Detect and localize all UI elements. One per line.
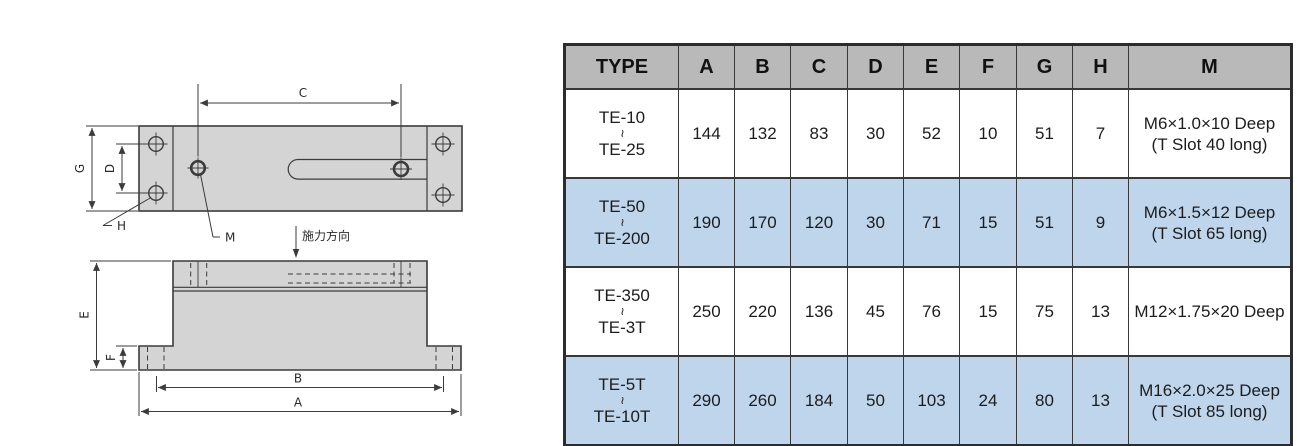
- type-range: TE-5T ~ TE-10T: [564, 355, 679, 446]
- value-h: 9: [1072, 177, 1129, 268]
- dim-label-c: C: [299, 86, 307, 100]
- type-range-end: TE-200: [594, 229, 650, 248]
- value-c: 184: [790, 355, 848, 446]
- side-profile: [138, 260, 462, 371]
- value-c: 83: [790, 88, 848, 179]
- value-f: 24: [959, 355, 1017, 446]
- value-g: 75: [1016, 266, 1073, 357]
- value-f: 15: [959, 266, 1017, 357]
- col-header-h: H: [1072, 43, 1129, 90]
- type-range-start: TE-10: [598, 108, 646, 127]
- dimension-g: G: [73, 125, 138, 212]
- dimension-d: D: [103, 143, 148, 194]
- value-b: 220: [734, 266, 791, 357]
- dim-label-d: D: [103, 164, 117, 173]
- value-f: 15: [959, 177, 1017, 268]
- force-direction: 施力方向: [292, 226, 350, 258]
- side-view: E F B A: [78, 260, 462, 416]
- value-e: 52: [903, 88, 960, 179]
- bolt-hole: [431, 132, 455, 156]
- dimension-f: F: [104, 345, 137, 368]
- type-range-end: TE-25: [598, 140, 646, 159]
- col-header-m: M: [1128, 43, 1292, 90]
- value-m: M6×1.0×10 Deep (T Slot 40 long): [1128, 88, 1292, 179]
- dim-label-a: A: [294, 396, 303, 410]
- value-b: 170: [734, 177, 791, 268]
- dim-label-m: M: [225, 231, 235, 245]
- threaded-hole-m: [187, 157, 209, 179]
- slot-end-hole: [390, 158, 412, 180]
- type-range-end: TE-3T: [598, 318, 646, 337]
- table-row: TE-5T ~ TE-10T 290 260 184 50 103 24 80 …: [564, 355, 1292, 446]
- value-a: 250: [678, 266, 735, 357]
- value-e: 71: [903, 177, 960, 268]
- dim-label-e: E: [78, 311, 92, 319]
- value-h: 13: [1072, 266, 1129, 357]
- type-range: TE-350 ~ TE-3T: [564, 266, 679, 357]
- leader-h: H: [102, 197, 152, 233]
- value-f: 10: [959, 88, 1017, 179]
- spec-table: TYPE A B C D E F G H M TE-10 ~ TE-25 144: [563, 43, 1293, 446]
- col-header-g: G: [1016, 43, 1073, 90]
- dim-label-h: H: [117, 219, 126, 233]
- type-range-end: TE-10T: [593, 407, 651, 426]
- table-row: TE-50 ~ TE-200 190 170 120 30 71 15 51 9…: [564, 177, 1292, 268]
- table-row: TE-10 ~ TE-25 144 132 83 30 52 10 51 7 M…: [564, 88, 1292, 179]
- value-d: 45: [847, 266, 904, 357]
- value-e: 76: [903, 266, 960, 357]
- value-c: 136: [790, 266, 848, 357]
- value-m: M12×1.75×20 Deep: [1128, 266, 1292, 357]
- value-e: 103: [903, 355, 960, 446]
- force-direction-label: 施力方向: [302, 228, 350, 243]
- col-header-f: F: [959, 43, 1017, 90]
- dimension-c: C: [197, 84, 402, 158]
- col-header-type: TYPE: [564, 43, 679, 90]
- value-a: 290: [678, 355, 735, 446]
- value-c: 120: [790, 177, 848, 268]
- bolt-hole: [144, 181, 168, 205]
- dim-label-f: F: [104, 354, 118, 361]
- col-header-d: D: [847, 43, 904, 90]
- value-a: 144: [678, 88, 735, 179]
- hidden-lines: [147, 263, 453, 369]
- value-b: 260: [734, 355, 791, 446]
- bolt-hole: [144, 132, 168, 156]
- type-range-start: TE-50: [598, 197, 646, 216]
- value-d: 50: [847, 355, 904, 446]
- type-range-start: TE-350: [594, 286, 650, 305]
- value-g: 51: [1016, 177, 1073, 268]
- t-slot: [287, 158, 427, 180]
- value-h: 13: [1072, 355, 1129, 446]
- top-view: C G D H: [73, 84, 463, 258]
- value-d: 30: [847, 177, 904, 268]
- dim-label-g: G: [73, 164, 87, 173]
- value-m: M6×1.5×12 Deep (T Slot 65 long): [1128, 177, 1292, 268]
- header-row: TYPE A B C D E F G H M: [564, 43, 1292, 90]
- dimension-e: E: [78, 260, 171, 371]
- value-a: 190: [678, 177, 735, 268]
- value-g: 51: [1016, 88, 1073, 179]
- dimension-b: B: [156, 372, 444, 392]
- col-header-b: B: [734, 43, 791, 90]
- type-range: TE-50 ~ TE-200: [564, 177, 679, 268]
- col-header-e: E: [903, 43, 960, 90]
- leader-m: M: [200, 174, 235, 245]
- col-header-c: C: [790, 43, 848, 90]
- value-h: 7: [1072, 88, 1129, 179]
- range-tilde-icon: ~: [614, 396, 631, 405]
- table-row: TE-350 ~ TE-3T 250 220 136 45 76 15 75 1…: [564, 266, 1292, 357]
- plate-body: [138, 125, 463, 212]
- dim-label-b: B: [294, 372, 302, 386]
- down-arrow-icon: [292, 249, 300, 258]
- bolt-hole: [431, 183, 455, 207]
- type-range-start: TE-5T: [598, 375, 646, 394]
- value-g: 80: [1016, 355, 1073, 446]
- dimension-a: A: [138, 372, 462, 416]
- col-header-a: A: [678, 43, 735, 90]
- load-cell-drawing: C G D H: [73, 84, 463, 416]
- type-range: TE-10 ~ TE-25: [564, 88, 679, 179]
- value-d: 30: [847, 88, 904, 179]
- value-m: M16×2.0×25 Deep (T Slot 85 long): [1128, 355, 1292, 446]
- value-b: 132: [734, 88, 791, 179]
